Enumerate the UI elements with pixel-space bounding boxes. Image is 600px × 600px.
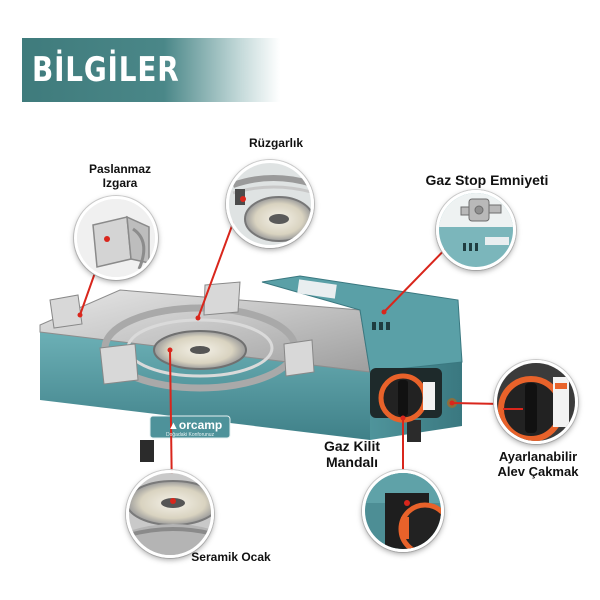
windshield-plate (49, 294, 83, 329)
label-gas-lock: Gaz Kilit Mandalı (323, 438, 380, 471)
control-cover (261, 275, 463, 373)
title-banner (22, 38, 280, 102)
label-adjustable-ignition: Ayarlanabilir Alev Çakmak (497, 449, 579, 479)
stove-foot (407, 420, 421, 442)
windshield-plate (99, 343, 139, 385)
ignition-label (423, 382, 435, 410)
cover-vents (372, 322, 390, 330)
burner-center (190, 346, 210, 354)
callout-adjustable-ignition (494, 360, 578, 444)
brand-logo: ▲orcamp (168, 418, 222, 432)
label-stainless-grate: Paslanmaz Izgara (88, 162, 152, 190)
callout-windshield (226, 160, 314, 248)
callout-gas-lock (362, 470, 444, 552)
label-windshield: Rüzgarlık (248, 136, 303, 150)
label-gas-stop: Gaz Stop Emniyeti (425, 172, 549, 188)
label-ceramic-burner: Seramik Ocak (191, 550, 271, 564)
pointer-ignition (451, 402, 503, 405)
brand-tagline: Doğadaki Konforunuz (166, 432, 215, 438)
windshield-plate (283, 339, 315, 377)
brand-name: orcamp (178, 418, 223, 432)
page-title: BİLGİLER (32, 50, 180, 90)
callout-ceramic-burner (126, 470, 214, 558)
cover-label-plate (297, 279, 337, 299)
brand-mark-icon: ▲ (168, 420, 179, 432)
callout-stainless-grate (74, 196, 158, 280)
stove-foot (140, 440, 154, 462)
windshield-plate (203, 281, 241, 316)
knob-grip (398, 380, 408, 416)
callout-gas-stop (436, 190, 516, 270)
